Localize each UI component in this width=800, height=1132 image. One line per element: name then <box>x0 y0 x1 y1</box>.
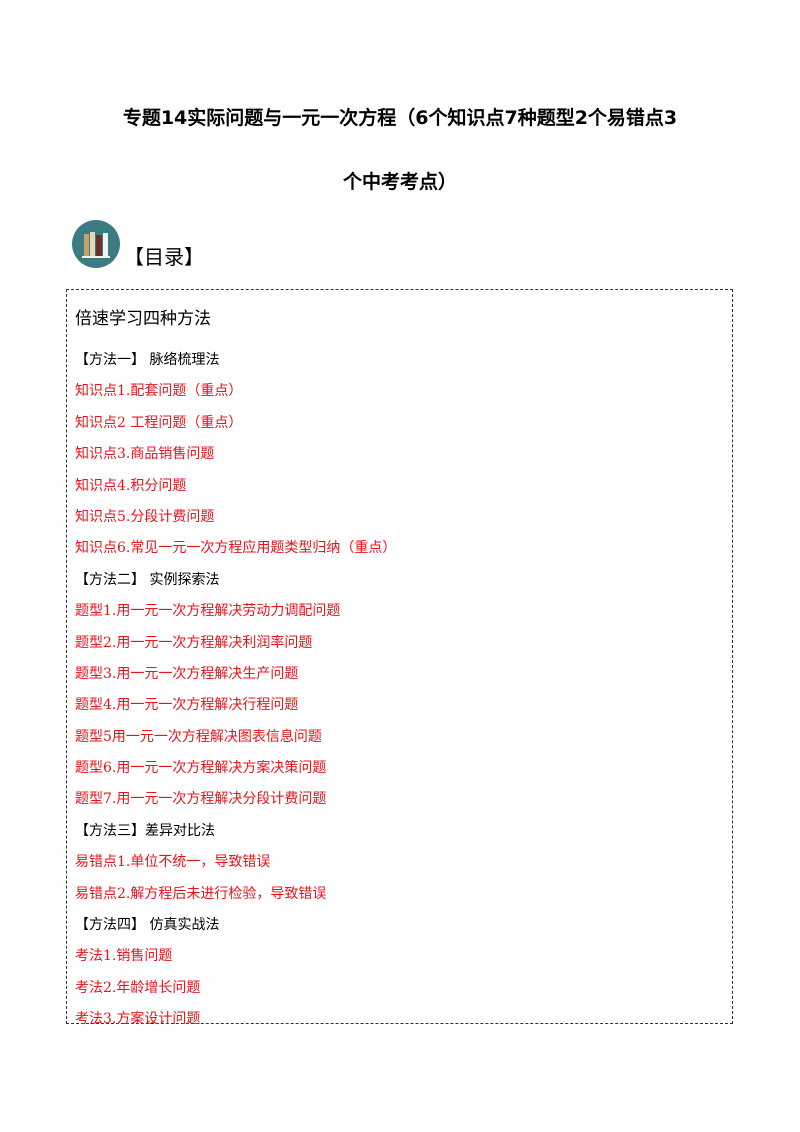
toc-header: 【目录】 <box>72 220 204 269</box>
toc-link[interactable]: 题型6.用一元一次方程解决方案决策问题 <box>75 760 327 777</box>
toc-link[interactable]: 易错点2.解方程后未进行检验，导致错误 <box>75 885 327 902</box>
method-heading: 【方法三】差异对比法 <box>75 822 215 839</box>
toc-link[interactable]: 题型3.用一元一次方程解决生产问题 <box>75 665 299 682</box>
toc-link[interactable]: 题型1.用一元一次方程解决劳动力调配问题 <box>75 603 341 620</box>
toc-link[interactable]: 考法2.年龄增长问题 <box>75 979 201 996</box>
method-heading: 【方法四】 仿真实战法 <box>75 917 220 934</box>
toc-link[interactable]: 知识点2 工程问题（重点） <box>75 414 243 431</box>
title-line-1: 专题14实际问题与一元一次方程（6个知识点7种题型2个易错点3 <box>122 107 678 129</box>
toc-link[interactable]: 知识点1.配套问题（重点） <box>75 383 243 400</box>
toc-label: 【目录】 <box>124 245 204 269</box>
books-logo-icon <box>72 220 120 268</box>
toc-link[interactable]: 知识点5.分段计费问题 <box>75 508 215 525</box>
toc-link[interactable]: 题型4.用一元一次方程解决行程问题 <box>75 697 299 714</box>
toc-link[interactable]: 题型7.用一元一次方程解决分段计费问题 <box>75 791 327 808</box>
page-title: 专题14实际问题与一元一次方程（6个知识点7种题型2个易错点3 个中考考点） <box>60 86 740 214</box>
method-heading: 【方法二】 实例探索法 <box>75 571 220 588</box>
toc-link[interactable]: 题型5用一元一次方程解决图表信息问题 <box>75 728 322 745</box>
method-heading: 【方法一】 脉络梳理法 <box>75 352 220 368</box>
toc-link[interactable]: 知识点4.积分问题 <box>75 477 187 494</box>
toc-link[interactable]: 知识点3.商品销售问题 <box>75 446 215 463</box>
toc-list: 【方法一】 脉络梳理法知识点1.配套问题（重点） 知识点2 工程问题（重点） 知识点… <box>75 348 396 1039</box>
toc-box: 倍速学习四种方法 【方法一】 脉络梳理法知识点1.配套问题（重点） 知识点2 工程… <box>66 289 733 1027</box>
title-line-2: 个中考考点） <box>342 171 457 193</box>
toc-link[interactable]: 考法1.销售问题 <box>75 948 173 965</box>
toc-link[interactable]: 题型2.用一元一次方程解决利润率问题 <box>75 634 313 651</box>
box-title: 倍速学习四种方法 <box>75 309 211 329</box>
toc-link[interactable]: 易错点1.单位不统一，导致错误 <box>75 854 271 871</box>
toc-link[interactable]: 考法3.方案设计问题 <box>75 1011 201 1028</box>
toc-link[interactable]: 知识点6.常见一元一次方程应用题类型归纳（重点） <box>75 540 397 557</box>
